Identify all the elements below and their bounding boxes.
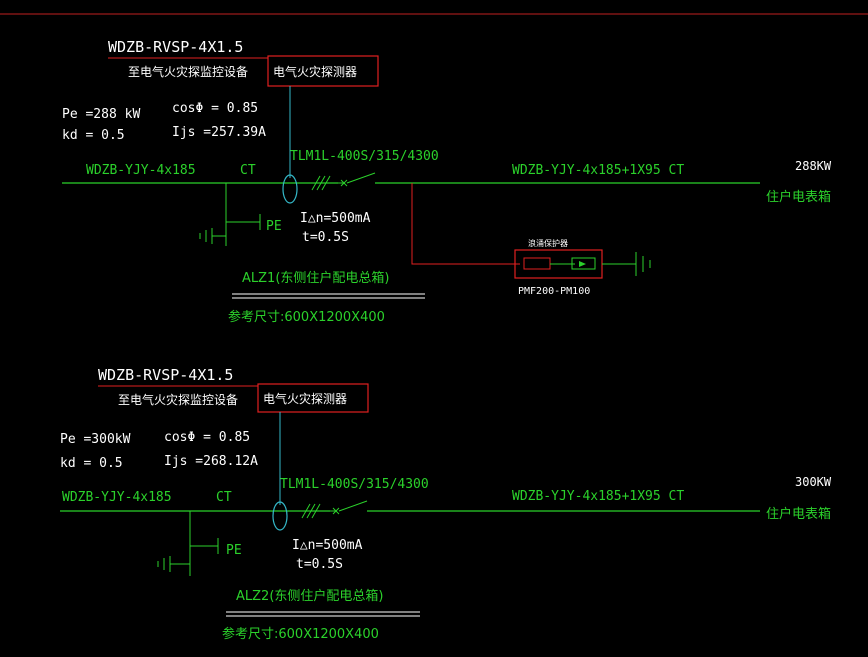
surge-branch-wire: [411, 183, 520, 265]
cos-value: cosΦ = 0.85: [172, 101, 258, 116]
signal-cable-label: WDZB-RVSP-4X1.5: [108, 38, 243, 56]
panel-2: WDZB-RVSP-4X1.5 至电气火灾探监控设备 电气火灾探测器 Pe =3…: [60, 366, 832, 642]
surge-arrester-icon: [571, 257, 596, 270]
ground-symbol: [199, 183, 261, 246]
incoming-cable-label: WDZB-YJY-4x185: [86, 163, 196, 178]
panel-size: 参考尺寸:600X1200X400: [222, 626, 379, 642]
ijs-value: Ijs =257.39A: [172, 125, 266, 140]
breaker-icon: [301, 500, 368, 519]
load-name: 住户电表箱: [766, 189, 831, 205]
residual-current: I△n=500mA: [292, 538, 363, 553]
ct-label: CT: [240, 163, 256, 178]
ct-label: CT: [216, 490, 232, 505]
breaker-icon: [311, 172, 376, 191]
signal-cable-label: WDZB-RVSP-4X1.5: [98, 366, 233, 384]
outgoing-cable-label: WDZB-YJY-4x185+1X95 CT: [512, 489, 684, 504]
surge-model: PMF200-PM100: [518, 286, 590, 297]
load-name: 住户电表箱: [766, 506, 831, 522]
panel-size: 参考尺寸:600X1200X400: [228, 309, 385, 325]
detector-label: 电气火灾探测器: [273, 64, 357, 79]
detector-label: 电气火灾探测器: [263, 391, 347, 406]
kd-value: kd = 0.5: [60, 456, 123, 471]
ground-symbol: [157, 511, 219, 576]
outgoing-cable-label: WDZB-YJY-4x185+1X95 CT: [512, 163, 684, 178]
panel-name: ALZ1(东侧住户配电总箱): [242, 270, 389, 286]
surge-ground-icon: [602, 252, 651, 276]
monitor-label: 至电气火灾探监控设备: [118, 392, 238, 407]
current-transformer-icon: [272, 501, 288, 531]
trip-time: t=0.5S: [296, 557, 343, 572]
surge-protector-label: 浪涌保护器: [528, 238, 568, 248]
incoming-cable-label: WDZB-YJY-4x185: [62, 490, 172, 505]
cos-value: cosΦ = 0.85: [164, 430, 250, 445]
pe-value: Pe =300kW: [60, 432, 131, 447]
breaker-label: TLM1L-400S/315/4300: [290, 149, 439, 164]
current-transformer-icon: [282, 174, 298, 204]
load-kw: 288KW: [795, 159, 832, 173]
detector-box: [257, 383, 369, 413]
load-kw: 300KW: [795, 475, 832, 489]
trip-time: t=0.5S: [302, 230, 349, 245]
ground-label: PE: [266, 219, 282, 234]
panel-name: ALZ2(东侧住户配电总箱): [236, 588, 383, 604]
pe-value: Pe =288 kW: [62, 107, 140, 122]
panel-1: WDZB-RVSP-4X1.5 至电气火灾探监控设备 电气火灾探测器 Pe =2…: [62, 38, 832, 325]
ground-label: PE: [226, 543, 242, 558]
residual-current: I△n=500mA: [300, 211, 371, 226]
ijs-value: Ijs =268.12A: [164, 454, 258, 469]
detector-box: [267, 55, 379, 87]
surge-arrow-icon: [579, 261, 586, 267]
monitor-label: 至电气火灾探监控设备: [128, 64, 248, 79]
kd-value: kd = 0.5: [62, 128, 125, 143]
surge-fuse-icon: [523, 257, 551, 270]
breaker-label: TLM1L-400S/315/4300: [280, 477, 429, 492]
